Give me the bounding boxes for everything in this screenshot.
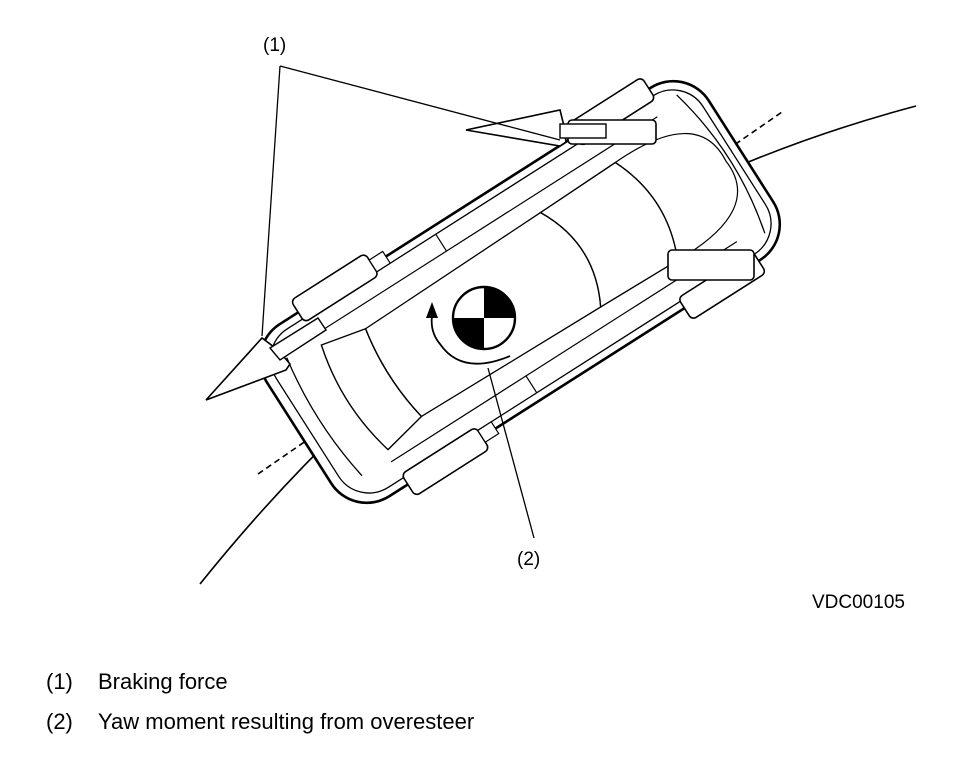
- mirror-right: [476, 420, 500, 444]
- callout-1-leader-front: [261, 65, 281, 337]
- callout-2-leader: [487, 367, 535, 539]
- legend-item: (2) Yaw moment resulting from overesteer: [46, 702, 474, 742]
- yaw-moment-arrow: [430, 315, 511, 365]
- callout-1-leader-rear: [279, 65, 561, 141]
- figure-code: VDC00105: [812, 592, 905, 613]
- car-inner-body: [270, 89, 772, 494]
- legend-item-text: Braking force: [98, 669, 228, 694]
- mirror-left: [368, 250, 392, 273]
- callout-1-label: (1): [263, 35, 286, 56]
- car-hood: [286, 357, 363, 477]
- legend-item: (1) Braking force: [46, 662, 474, 702]
- car-door-pillar-top: [435, 233, 448, 252]
- legend-item-text: Yaw moment resulting from overesteer: [98, 709, 475, 734]
- car-side-line-top: [311, 116, 658, 338]
- car-trunk: [615, 133, 739, 261]
- legend-item-number: (2): [46, 709, 73, 734]
- yaw-arrowhead: [426, 302, 438, 318]
- legend: (1) Braking force (2) Yaw moment resulti…: [46, 662, 474, 742]
- center-of-gravity-symbol: [451, 285, 517, 351]
- callout-2-label: (2): [517, 549, 540, 570]
- car-door-pillar-bottom: [525, 375, 538, 394]
- rear-wheel-marker: [667, 249, 755, 281]
- car-rear-bumper: [676, 94, 766, 234]
- legend-item-number: (1): [46, 669, 73, 694]
- braking-force-arrow-front: [205, 317, 327, 401]
